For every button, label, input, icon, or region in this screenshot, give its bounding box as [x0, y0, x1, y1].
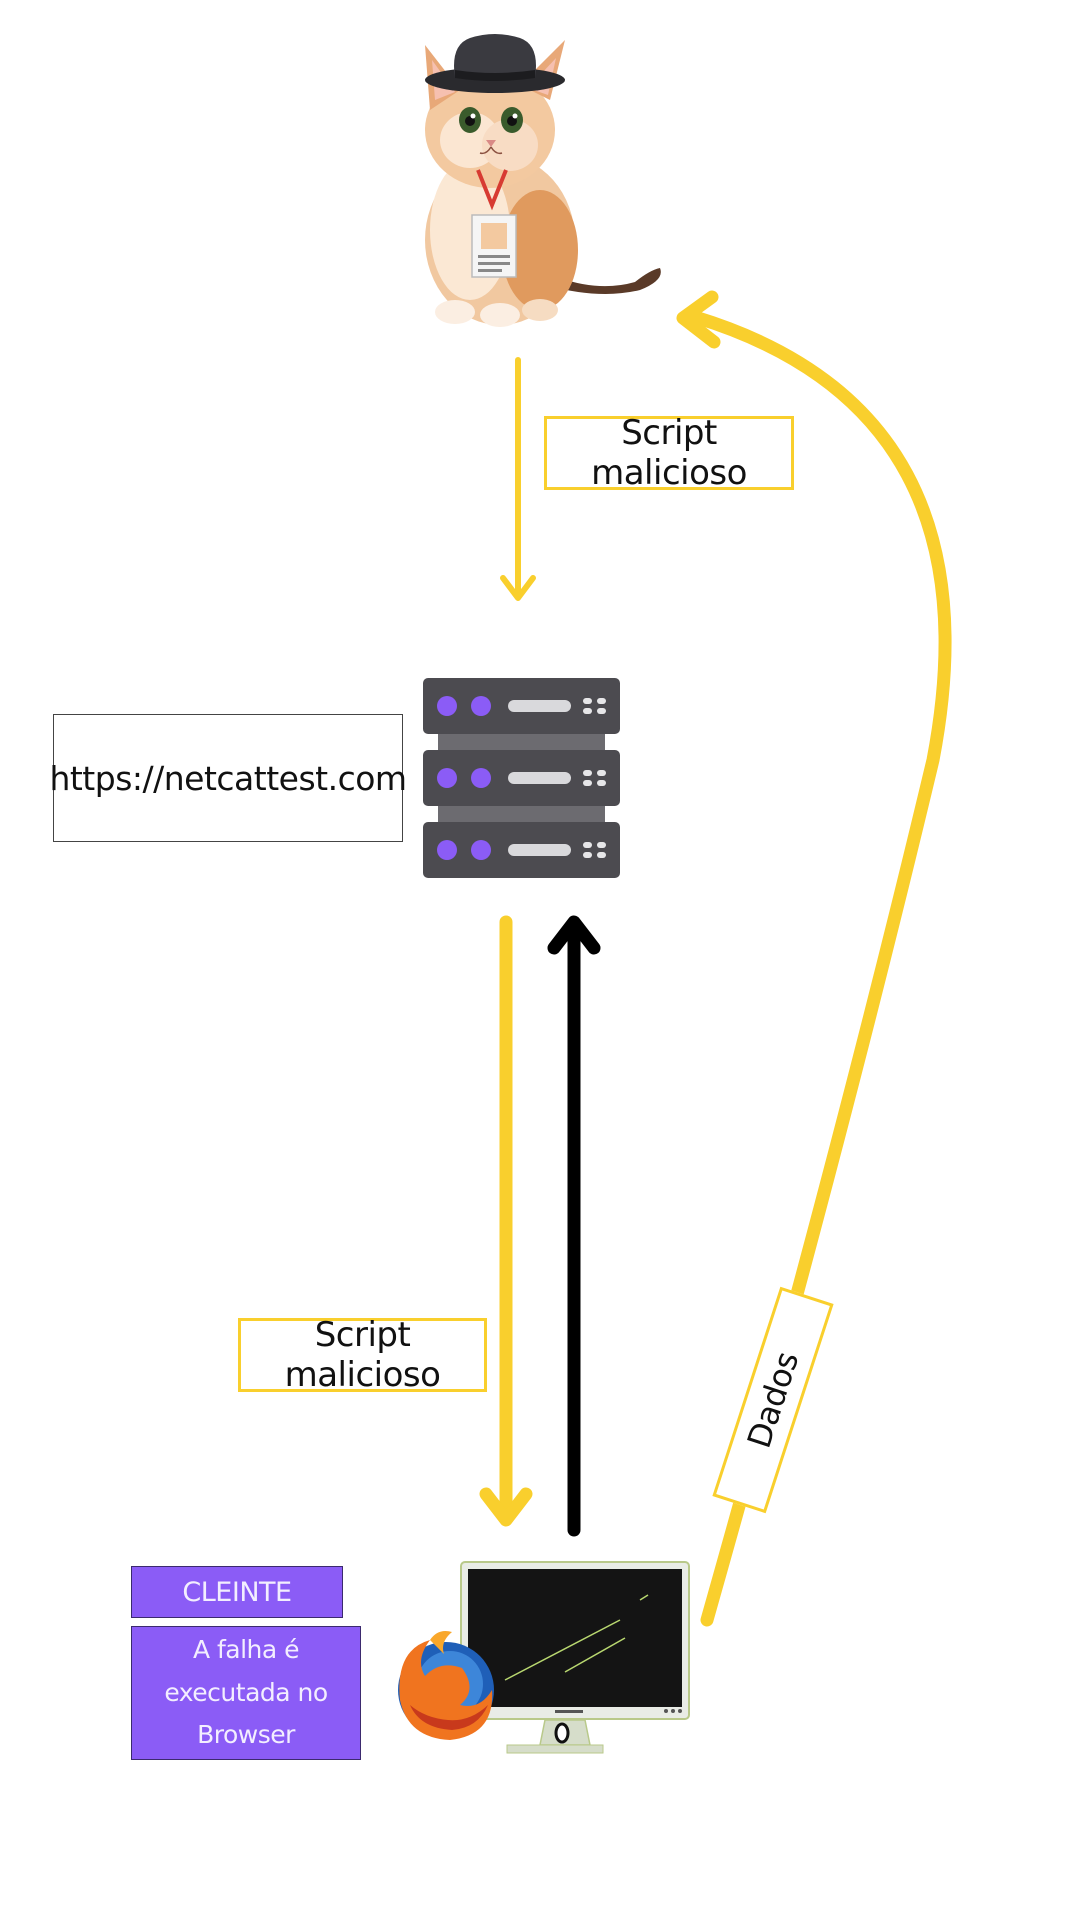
- computer-monitor-icon: [460, 1561, 690, 1754]
- cat-hacker-illustration: [425, 34, 661, 327]
- client-script-label: Script malicioso: [238, 1315, 487, 1395]
- arrow-client-to-server: [547, 915, 601, 1537]
- arrow-data-to-attacker: [676, 290, 952, 1627]
- arrow-attacker-to-server: [500, 357, 536, 601]
- firefox-logo-icon: [398, 1631, 494, 1740]
- client-title: CLEINTE: [131, 1566, 343, 1618]
- attacker-script-label: Script malicioso: [544, 413, 794, 493]
- client-description: A falha é executada no Browser: [131, 1626, 361, 1760]
- server-url-label: https://netcattest.com: [49, 714, 407, 842]
- server-rack-icon: [423, 678, 620, 878]
- arrow-server-to-client: [479, 915, 533, 1527]
